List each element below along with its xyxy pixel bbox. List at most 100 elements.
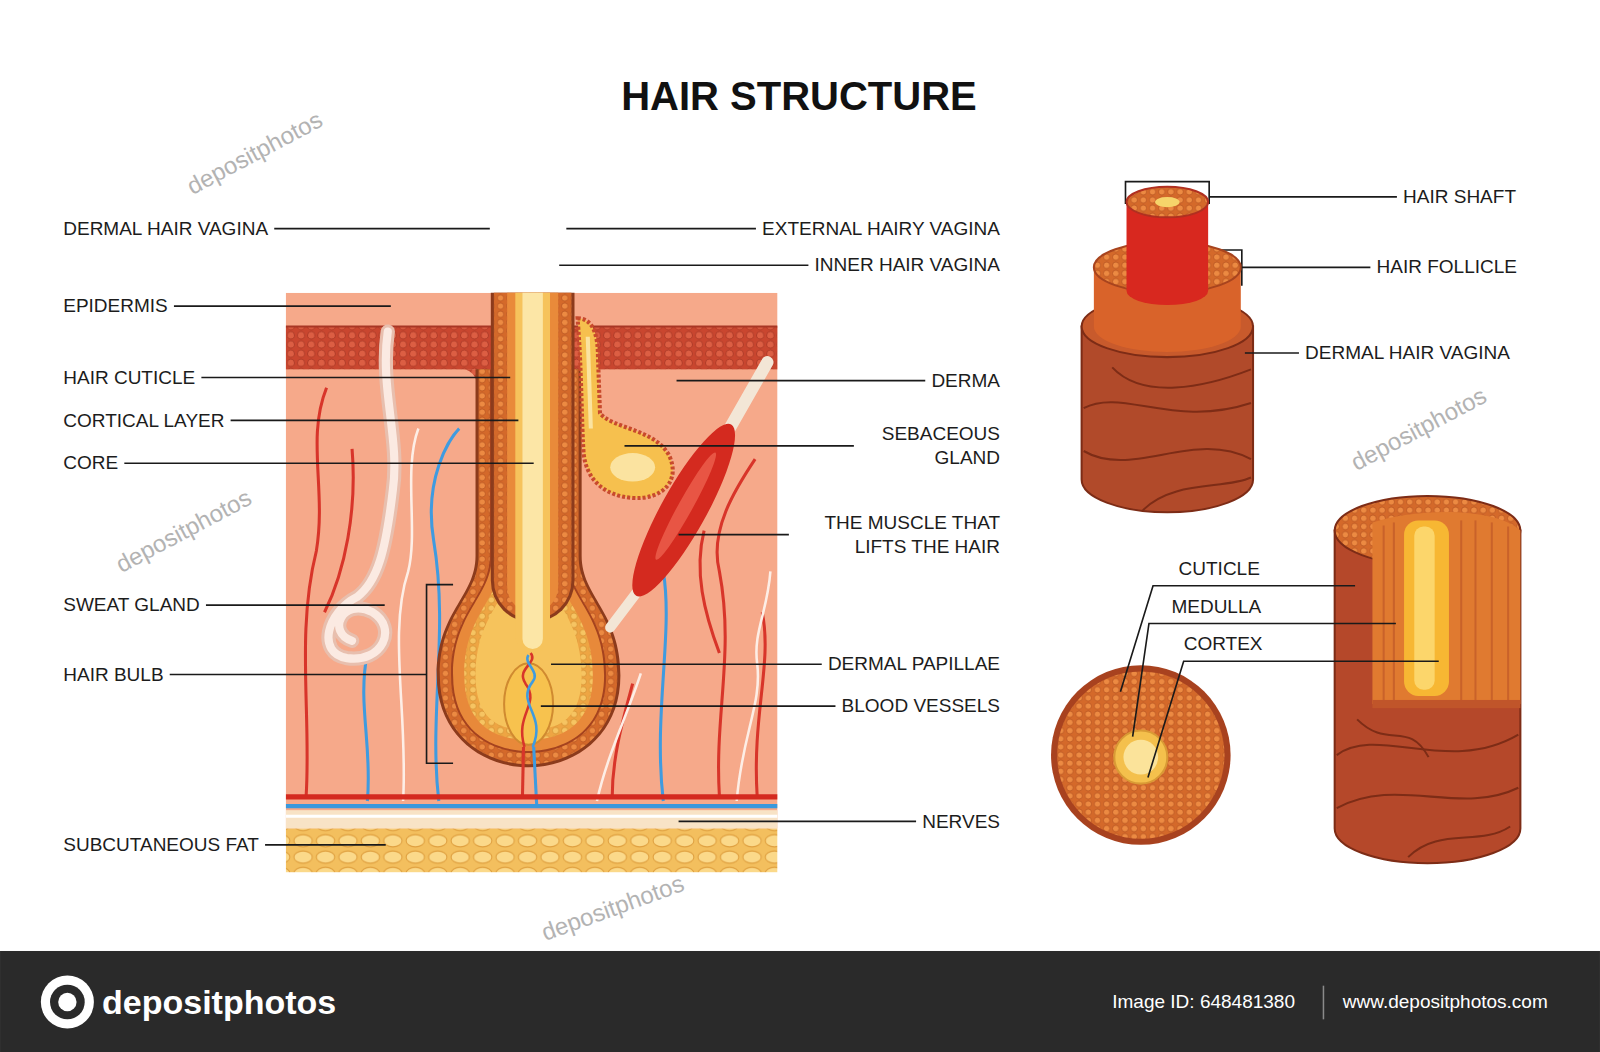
footer-bar — [0, 951, 1600, 1052]
hair-shaft — [491, 293, 575, 653]
skin-section — [588, 337, 591, 429]
leader-line — [1148, 661, 1439, 777]
diagram-title: HAIR STRUCTURE — [621, 74, 977, 119]
leader-line — [541, 705, 836, 707]
skin-section — [305, 388, 326, 796]
part-label: THE MUSCLE THAT LIFTS THE HAIR — [795, 511, 1000, 559]
part-label: CORE — [63, 451, 118, 475]
part-label: CORTICAL LAYER — [63, 409, 224, 433]
hair-cylinder — [1491, 522, 1493, 702]
part-label: BLOOD VESSELS — [842, 694, 1000, 718]
leader-line — [677, 380, 926, 382]
skin-section — [286, 815, 778, 818]
part-label: DERMAL HAIR VAGINA — [63, 217, 268, 241]
leader-line — [1209, 196, 1397, 198]
part-label: HAIR FOLLICLE — [1377, 255, 1517, 279]
part-label: INNER HAIR VAGINA — [815, 253, 1000, 277]
leader-line — [206, 604, 385, 606]
skin-section — [286, 810, 778, 828]
hair-cylinder — [1507, 527, 1509, 703]
part-label: DERMAL HAIR VAGINA — [1305, 341, 1510, 365]
leader-line — [1245, 352, 1299, 354]
leader-line — [551, 663, 822, 665]
follicle-cylinder — [1127, 187, 1209, 218]
hair-cylinder — [1474, 520, 1476, 702]
skin-section — [650, 449, 722, 563]
leader-lines — [124, 197, 1438, 845]
hair-cylinder — [1337, 719, 1519, 857]
leader-line — [231, 420, 519, 422]
footer-bar — [0, 951, 1600, 1052]
footer-text: www.depositphotos.com — [1343, 991, 1548, 1013]
sweat-gland — [328, 332, 394, 659]
follicle-cylinder — [1084, 402, 1251, 412]
skin-section — [737, 571, 771, 801]
sebaceous-gland — [578, 318, 673, 498]
part-label: SWEAT GLAND — [63, 593, 200, 617]
skin-section — [399, 429, 418, 801]
part-label: MEDULLA — [1171, 595, 1261, 619]
follicle-cylinder — [1112, 367, 1251, 387]
leader-line — [1133, 623, 1396, 736]
hair-cylinder — [1414, 527, 1434, 690]
hair-cylinder — [1357, 719, 1428, 757]
watermark: depositphotos — [537, 869, 687, 946]
leader-line — [559, 264, 808, 266]
watermark: depositphotos — [1346, 381, 1491, 476]
part-label: DERMAL PAPILLAE — [828, 652, 1000, 676]
skin-section — [617, 414, 751, 607]
footer-bar — [41, 975, 94, 1028]
leader-line — [566, 228, 756, 230]
follicle-cylinder — [1143, 478, 1251, 511]
part-label: EPIDERMIS — [63, 294, 168, 318]
dermal-papilla — [504, 653, 553, 806]
leader-line — [274, 228, 490, 230]
skin-section — [328, 332, 394, 659]
part-label: NERVES — [922, 810, 1000, 834]
hair-cross-section — [1051, 665, 1231, 845]
skin-section — [522, 747, 523, 797]
footer-bar — [58, 993, 76, 1011]
part-label: CORTEX — [1184, 632, 1263, 656]
skin-base-vessels — [286, 797, 778, 829]
skin-section — [527, 655, 536, 747]
footer-bar — [1323, 986, 1325, 1020]
watermark: depositphotos — [183, 106, 328, 201]
leader-line — [1120, 586, 1355, 692]
skin-section — [610, 590, 639, 628]
part-label: HAIR SHAFT — [1403, 185, 1516, 209]
hair-cross-section — [1123, 740, 1158, 775]
skin-section — [578, 318, 673, 498]
leader-line — [679, 821, 916, 823]
hair-cylinder — [1408, 826, 1510, 857]
hair-cylinder — [1337, 735, 1519, 755]
leader-line — [679, 534, 789, 536]
leader-line — [174, 305, 391, 307]
skin-section — [515, 293, 550, 653]
part-label: HAIR BULB — [63, 663, 163, 687]
fat-layer — [286, 829, 778, 873]
leader-line — [201, 377, 510, 379]
skin-section — [610, 453, 655, 482]
footer-bar — [50, 985, 85, 1020]
part-label: SEBACEOUS GLAND — [860, 422, 1000, 470]
follicle-cylinder — [1082, 187, 1253, 512]
hair-cross-section — [1051, 665, 1231, 845]
hair-cylinder — [1335, 496, 1521, 863]
part-label: SUBCUTANEOUS FAT — [63, 833, 259, 857]
leader-line — [124, 462, 533, 464]
skin-section — [717, 459, 755, 796]
bracket — [427, 585, 454, 764]
hair-cylinder — [1337, 788, 1519, 808]
hair-cylinder — [1460, 520, 1462, 702]
leader-line — [265, 844, 386, 846]
hair-cylinder — [1372, 512, 1520, 704]
part-label: HAIR CUTICLE — [63, 366, 195, 390]
hair-cylinder — [1384, 520, 1508, 702]
skin-section — [328, 332, 394, 659]
follicle-cylinder — [1084, 449, 1251, 460]
leader-line — [624, 445, 853, 447]
skin-section — [325, 449, 354, 612]
skin-section — [286, 794, 778, 799]
